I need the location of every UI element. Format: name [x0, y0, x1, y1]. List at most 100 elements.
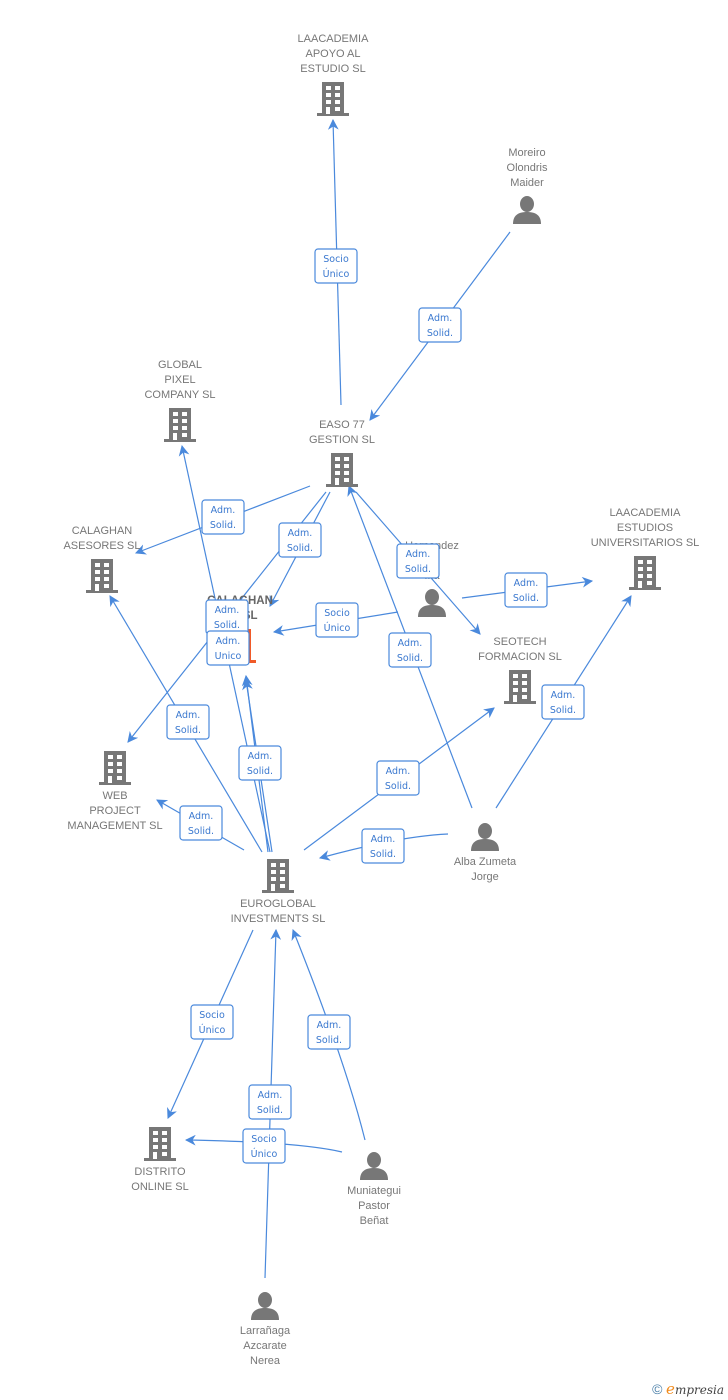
node-global_pixel[interactable]: GLOBAL PIXEL COMPANY SL — [144, 359, 216, 442]
edge-role-text: Adm. — [317, 1020, 342, 1031]
edge-role-box — [376, 760, 420, 796]
node-label[interactable]: DISTRITO — [134, 1166, 186, 1178]
edge-role-label[interactable]: Adm.Solid. — [418, 307, 462, 343]
empresia-watermark[interactable]: © empresia — [652, 1380, 724, 1398]
node-web_project[interactable]: WEB PROJECT MANAGEMENT SL — [67, 751, 163, 832]
edge-role-label[interactable]: Adm.Solid. — [504, 572, 548, 608]
person-icon[interactable] — [251, 1292, 279, 1320]
node-label[interactable]: Azcarate — [243, 1340, 286, 1352]
person-icon[interactable] — [471, 823, 499, 851]
node-label[interactable]: GLOBAL — [158, 359, 202, 371]
edge-role-text: Adm. — [211, 505, 236, 516]
edge-role-label[interactable]: Adm. Solid. — [166, 704, 210, 740]
company-building-icon[interactable] — [144, 1127, 176, 1161]
person-icon[interactable] — [418, 589, 446, 617]
edge-role-text: Solid. — [385, 781, 411, 792]
edge-role-label[interactable]: Adm.Solid. — [278, 522, 322, 558]
node-label[interactable]: Olondris — [507, 162, 548, 174]
node-euroglobal[interactable]: EUROGLOBAL INVESTMENTS SL — [231, 859, 326, 925]
company-building-icon[interactable] — [262, 859, 294, 893]
node-label[interactable]: Muniategui — [347, 1185, 401, 1197]
node-label[interactable]: APOYO AL — [305, 48, 360, 60]
node-distrito[interactable]: DISTRITO ONLINE SL — [131, 1127, 189, 1193]
edge-role-box — [242, 1128, 286, 1164]
person-icon[interactable] — [513, 196, 541, 224]
edge-role-label[interactable]: Adm.Solid. — [201, 499, 245, 535]
node-label[interactable]: LAACADEMIA — [298, 33, 370, 45]
edge-role-box — [314, 248, 358, 284]
edge-role-text: Solid. — [513, 593, 539, 604]
node-label[interactable]: PROJECT — [89, 805, 141, 817]
edge-role-label[interactable]: Adm.Solid. — [541, 684, 585, 720]
node-label[interactable]: WEB — [102, 790, 127, 802]
edge-role-label[interactable]: Adm.Solid. — [238, 745, 282, 781]
company-building-icon[interactable] — [99, 751, 131, 785]
node-label[interactable]: Pastor — [358, 1200, 390, 1212]
company-building-icon[interactable] — [326, 453, 358, 487]
edge-role-box — [541, 684, 585, 720]
node-label[interactable]: UNIVERSITARIOS SL — [591, 537, 700, 549]
edge-role-text: Adm. — [551, 690, 576, 701]
company-building-icon[interactable] — [504, 670, 536, 704]
node-label[interactable]: ONLINE SL — [131, 1181, 188, 1193]
node-label[interactable]: Alba Zumeta — [454, 856, 517, 868]
node-label[interactable]: ESTUDIO SL — [300, 63, 365, 75]
node-label[interactable]: GESTION SL — [309, 434, 375, 446]
node-label[interactable]: SEOTECH — [493, 636, 546, 648]
person-icon[interactable] — [360, 1152, 388, 1180]
node-label[interactable]: Larrañaga — [240, 1325, 291, 1337]
node-label[interactable]: Beñat — [360, 1215, 389, 1227]
node-label[interactable]: Moreiro — [508, 147, 545, 159]
node-label[interactable]: LAACADEMIA — [610, 507, 682, 519]
node-label[interactable]: INVESTMENTS SL — [231, 913, 326, 925]
edge-role-text: Socio — [324, 608, 350, 619]
node-label[interactable]: CALAGHAN — [72, 525, 133, 537]
edge-role-label[interactable]: Adm.Solid. — [361, 828, 405, 864]
node-label[interactable]: Nerea — [250, 1355, 281, 1367]
node-label[interactable]: PIXEL — [164, 374, 195, 386]
company-building-icon[interactable] — [164, 408, 196, 442]
edge-role-label[interactable]: Adm. Solid. — [307, 1014, 351, 1050]
edge-labels-layer: SocioÚnicoAdm.Solid.Adm.Solid.Adm.Solid.… — [166, 248, 585, 1164]
edge-role-label[interactable]: Adm.Unico — [206, 630, 250, 666]
edge-role-text: Adm. — [176, 710, 201, 721]
node-label[interactable]: Maider — [510, 177, 544, 189]
node-label[interactable]: MANAGEMENT SL — [67, 820, 162, 832]
company-building-icon[interactable] — [86, 559, 118, 593]
node-easo77[interactable]: EASO 77 GESTION SL — [309, 419, 375, 487]
node-laacademia_apoyo[interactable]: LAACADEMIA APOYO AL ESTUDIO SL — [298, 33, 370, 116]
edge-role-label[interactable]: Adm.Solid. — [179, 805, 223, 841]
edge-role-text: Solid. — [175, 725, 201, 736]
node-label[interactable]: Jorge — [471, 871, 499, 883]
edge-role-label[interactable]: Adm.Solid. — [205, 599, 249, 635]
company-building-icon[interactable] — [629, 556, 661, 590]
edge-role-label[interactable]: Adm.Solid. — [396, 543, 440, 579]
edge-role-label[interactable]: Adm.Solid. — [248, 1084, 292, 1120]
node-label[interactable]: ASESORES SL — [63, 540, 140, 552]
node-calaghan_asesores[interactable]: CALAGHAN ASESORES SL — [63, 525, 141, 593]
edge-role-label[interactable]: Adm.Solid. — [376, 760, 420, 796]
edge-role-label[interactable]: Adm.Solid. — [388, 632, 432, 668]
node-label[interactable]: FORMACION SL — [478, 651, 562, 663]
node-label[interactable]: COMPANY SL — [144, 389, 215, 401]
edge-role-box — [179, 805, 223, 841]
node-label[interactable]: EUROGLOBAL — [240, 898, 316, 910]
edge-role-text: Solid. — [316, 1035, 342, 1046]
company-building-icon[interactable] — [317, 82, 349, 116]
node-seotech[interactable]: SEOTECH FORMACION SL — [478, 636, 562, 704]
node-label[interactable]: ESTUDIOS — [617, 522, 673, 534]
node-laacademia_estudios[interactable]: LAACADEMIA ESTUDIOS UNIVERSITARIOS SL — [591, 507, 700, 590]
edge-role-text: Adm. — [216, 636, 241, 647]
edge-role-box — [166, 704, 210, 740]
edge-role-box — [278, 522, 322, 558]
node-label[interactable]: EASO 77 — [319, 419, 365, 431]
